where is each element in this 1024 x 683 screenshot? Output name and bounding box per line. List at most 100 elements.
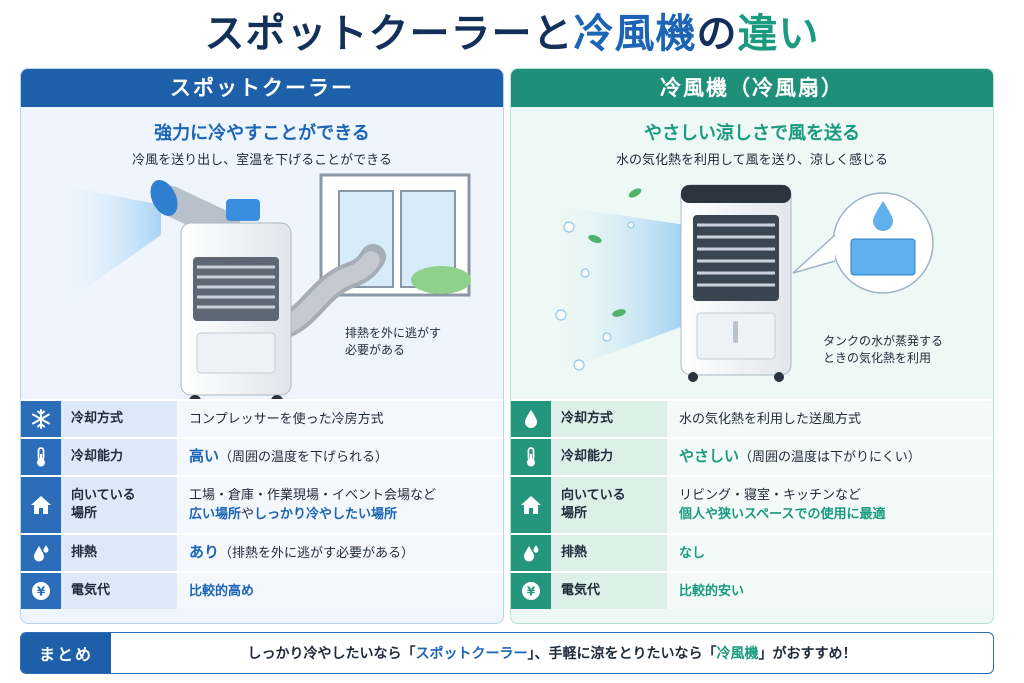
summary-air-cooler: 冷風機 [716, 646, 759, 662]
spec-value: コンプレッサーを使った冷房方式 [177, 401, 503, 437]
spec-label: 冷却方式 [61, 401, 177, 437]
spec-label: 排熱 [61, 535, 177, 571]
spec-value: 工場・倉庫・作業現場・イベント会場など 広い場所やしっかり冷やしたい場所 [177, 477, 503, 533]
air-cooler-header: 冷風機（冷風扇） [511, 69, 993, 107]
spec-value: 比較的安い [667, 573, 993, 609]
spec-value-text: や [241, 507, 255, 522]
spec-label: 向いている場所 [551, 477, 667, 533]
water-drop-icon [873, 201, 893, 231]
grille-slats [197, 265, 275, 309]
thermometer-icon [511, 439, 551, 475]
water-drops-icon [21, 535, 61, 571]
leaves [588, 188, 642, 317]
water-tank [850, 238, 916, 276]
summary-label: まとめ [21, 633, 111, 673]
air-cooler-illustration [551, 184, 934, 382]
spec-value: あり（排熱を外に逃がす必要がある） [177, 535, 503, 571]
nozzle-cap [226, 199, 260, 221]
air-cooler-panel: 冷風機（冷風扇） やさしい涼しさで風を送る 水の気化熱を利用して風を送り、涼しく… [510, 68, 994, 624]
spot-cooler-header: スポットクーラー [21, 69, 503, 107]
spec-value: 水の気化熱を利用した送風方式 [667, 401, 993, 437]
summary-bar: まとめ しっかり冷やしたいなら「スポットクーラー」、手軽に涼をとりたいなら「冷風… [20, 632, 994, 674]
spec-value-emphasis: 高い [189, 447, 220, 465]
spec-value: 比較的高め [177, 573, 503, 609]
spot-cooler-panel: スポットクーラー 強力に冷やすことができる 冷風を送り出し、室温を下げることがで… [20, 68, 504, 624]
yen-coin-icon: ¥ [21, 573, 61, 609]
evaporation-note-line: ときの気化熱を利用 [823, 351, 932, 365]
page-title: スポットクーラーと冷風機の違い [0, 4, 1024, 64]
air-cooler-subtitle: やさしい涼しさで風を送る [644, 123, 860, 144]
spec-value: やさしい（周囲の温度は下がりにくい） [667, 439, 993, 475]
caster-wheel [688, 372, 698, 382]
exhaust-note-line: 排熱を外に逃がす [345, 326, 442, 340]
spec-row-cooling-method: 冷却方式 水の気化熱を利用した送風方式 [511, 399, 993, 437]
spec-row-suitable-place: 向いている場所 工場・倉庫・作業現場・イベント会場など 広い場所やしっかり冷やし… [21, 475, 503, 533]
air-cooler-description: 水の気化熱を利用して風を送り、涼しく感じる [615, 153, 889, 168]
spec-value-text: 水の気化熱を利用した送風方式 [679, 411, 862, 427]
air-cooler-louver [693, 215, 779, 301]
title-part-difference: 違い [737, 11, 820, 57]
spec-label: 冷却方式 [551, 401, 667, 437]
summary-spot-cooler: スポットクーラー [415, 646, 528, 662]
spec-row-cooling-capacity: 冷却能力 高い（周囲の温度を下げられる） [21, 437, 503, 475]
caster-wheel [774, 372, 784, 382]
spec-value-emphasis: 比較的高め [189, 583, 255, 599]
spec-label: 排熱 [551, 535, 667, 571]
spec-row-cooling-capacity: 冷却能力 やさしい（周囲の温度は下がりにくい） [511, 437, 993, 475]
spec-label-line: 場所 [561, 506, 588, 521]
svg-text:¥: ¥ [527, 585, 536, 599]
water-level-gauge [733, 321, 738, 343]
summary-text-part: 」がおすすめ！ [758, 646, 857, 662]
spec-value-text: リビング・寝室・キッチンなど [679, 488, 862, 503]
summary-text: しっかり冷やしたいなら「スポットクーラー」、手軽に涼をとりたいなら「冷風機」がお… [111, 633, 993, 673]
summary-text-part: 」、手軽に涼をとりたいなら「 [527, 646, 717, 662]
spot-cooler-spec-table: 冷却方式 コンプレッサーを使った冷房方式 冷却能力 高い（周囲の温度を下げられる… [21, 399, 503, 609]
spec-row-exhaust-heat: 排熱 なし [511, 533, 993, 571]
window-greenery [411, 266, 471, 294]
thermometer-icon [21, 439, 61, 475]
water-drop-icon [511, 401, 551, 437]
title-part-spot-cooler: スポットクーラーと [204, 11, 574, 57]
spec-row-electricity-cost: ¥ 電気代 比較的高め [21, 571, 503, 609]
spec-value-emphasis: しっかり冷やしたい場所 [254, 507, 398, 522]
spec-label-line: 場所 [71, 506, 98, 521]
spot-cooler-grille [193, 257, 279, 321]
snowflake-icon [21, 401, 61, 437]
zoom-callout [792, 234, 836, 274]
spec-value-text: コンプレッサーを使った冷房方式 [189, 411, 384, 427]
spec-value-emphasis: なし [679, 545, 706, 561]
spec-label: 電気代 [551, 573, 667, 609]
spec-row-cooling-method: 冷却方式 コンプレッサーを使った冷房方式 [21, 399, 503, 437]
yen-coin-icon: ¥ [511, 573, 551, 609]
spec-label-line: 向いている [561, 488, 626, 503]
cold-air-flow [61, 185, 161, 305]
evaporation-note: タンクの水が蒸発する ときの気化熱を利用 [823, 333, 943, 367]
nozzle-outlet [150, 180, 178, 216]
spec-value-emphasis: やさしい [679, 447, 740, 465]
spec-value-emphasis: 個人や狭いスペースでの使用に最適 [679, 507, 886, 522]
spec-value: 高い（周囲の温度を下げられる） [177, 439, 503, 475]
spec-value-emphasis: 広い場所 [189, 507, 242, 522]
exhaust-note: 排熱を外に逃がす 必要がある [345, 325, 441, 359]
spot-cooler-lower-panel [196, 332, 276, 374]
cool-breeze [551, 205, 686, 375]
spec-value-emphasis: 比較的安い [679, 583, 745, 599]
title-part-air-cooler: 冷風機 [573, 11, 697, 57]
spot-cooler-illustration [61, 173, 471, 407]
spec-row-electricity-cost: ¥ 電気代 比較的安い [511, 571, 993, 609]
title-part-no: の [696, 11, 738, 57]
spec-label: 向いている場所 [61, 477, 177, 533]
summary-text-part: しっかり冷やしたいなら「 [247, 646, 416, 662]
exhaust-note-line: 必要がある [345, 343, 406, 357]
water-drops-icon [511, 535, 551, 571]
spec-label-line: 向いている [71, 488, 136, 503]
air-cooler-spec-table: 冷却方式 水の気化熱を利用した送風方式 冷却能力 やさしい（周囲の温度は下がりに… [511, 399, 993, 609]
spec-label: 冷却能力 [61, 439, 177, 475]
air-cooler-control-panel [681, 185, 791, 203]
spec-value-text: （排熱を外に逃がす必要がある） [219, 546, 415, 561]
spec-value: リビング・寝室・キッチンなど 個人や狭いスペースでの使用に最適 [667, 477, 993, 533]
spec-label: 電気代 [61, 573, 177, 609]
spec-value: なし [667, 535, 993, 571]
louver-slats [697, 223, 775, 287]
spec-row-suitable-place: 向いている場所 リビング・寝室・キッチンなど 個人や狭いスペースでの使用に最適 [511, 475, 993, 533]
